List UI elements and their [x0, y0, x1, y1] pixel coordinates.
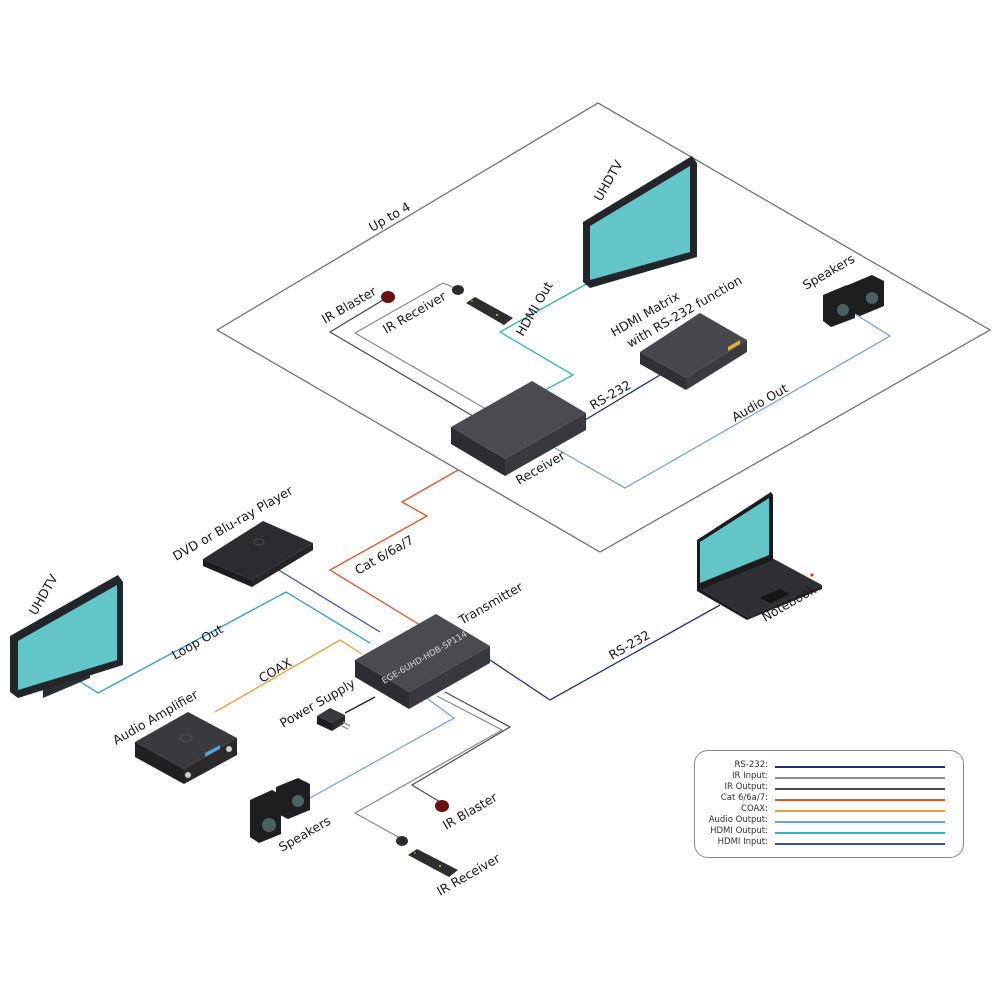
- legend-item: IR Input:: [695, 771, 963, 783]
- legend-item-line: [775, 843, 945, 845]
- local-ir-blaster: [435, 800, 449, 812]
- remote-uhdtv-label: UHDTV: [591, 157, 626, 203]
- cable-audio-out-local: [309, 696, 456, 799]
- legend-item: IR Output:: [695, 782, 963, 794]
- legend-item-line: [775, 799, 945, 801]
- legend-item-line: [775, 810, 945, 812]
- legend-item-label: HDMI Output:: [710, 826, 768, 836]
- legend-item: HDMI Input:: [695, 837, 963, 849]
- cable-power: [344, 696, 376, 714]
- legend-item: HDMI Output:: [695, 826, 963, 838]
- tv-screen: [18, 585, 117, 690]
- legend-item: COAX:: [695, 804, 963, 816]
- cable-audio-out-remote: [554, 313, 892, 489]
- legend-item-label: Audio Output:: [708, 815, 768, 825]
- cable-rs232-remote: [584, 374, 661, 421]
- tv-screen: [590, 166, 690, 280]
- legend-item: Cat 6/6a/7:: [695, 793, 963, 805]
- rs232-local-label: RS-232: [606, 627, 652, 662]
- transmitter-label: Transmitter: [455, 579, 526, 629]
- remote-zone-boundary: [215, 102, 992, 553]
- remote-uhdtv: [583, 156, 697, 288]
- dvd-player: [203, 521, 313, 587]
- legend-item-label: RS-232:: [734, 760, 768, 770]
- power-supply: [317, 708, 351, 731]
- legend-item-label: IR Output:: [724, 782, 768, 792]
- notebook: [697, 492, 822, 620]
- zone-label: Up to 4: [366, 199, 413, 235]
- local-speakers-label: Speakers: [276, 813, 333, 855]
- coax-label: COAX: [256, 655, 295, 686]
- legend-item-line: [775, 766, 945, 768]
- cable-loop-out: [72, 591, 371, 694]
- cable-ir-input-local: [353, 695, 504, 839]
- legend-item: RS-232:: [695, 760, 963, 772]
- legend-item-line: [775, 821, 945, 823]
- legend-item-label: HDMI Input:: [717, 837, 768, 847]
- cable-hdmi-input-dvd: [271, 565, 381, 633]
- legend-item-label: COAX:: [741, 804, 768, 814]
- legend-item-line: [775, 788, 945, 790]
- audio-amplifier: [135, 712, 237, 784]
- cable-hdmi-out: [498, 281, 591, 391]
- legend-item-line: [775, 777, 945, 779]
- hdmi-matrix: [640, 313, 747, 390]
- remote-ir-receiver: [452, 285, 513, 325]
- local-speakers: [250, 778, 310, 843]
- cable-rs232-local: [489, 604, 721, 701]
- legend-item-line: [775, 832, 945, 834]
- cable-cat: [328, 469, 459, 626]
- transmitter: [355, 614, 490, 709]
- local-ir-receiver: [396, 836, 458, 877]
- legend-item: Audio Output:: [695, 815, 963, 827]
- hdmi-out-label: HDMI Out: [513, 279, 556, 339]
- audio-out-label: Audio Out: [729, 380, 790, 424]
- legend: RS-232:IR Input:IR Output:Cat 6/6a/7:COA…: [694, 750, 964, 858]
- legend-item-label: Cat 6/6a/7:: [720, 793, 768, 803]
- loop-out-label: Loop Out: [169, 621, 226, 662]
- remote-ir-blaster: [381, 291, 395, 303]
- local-uhdtv: [10, 575, 123, 698]
- receiver: [451, 381, 586, 476]
- cable-ir-blaster-remote: [328, 296, 501, 433]
- cat-label: Cat 6/6a/7: [352, 532, 416, 578]
- legend-item-label: IR Input:: [732, 771, 768, 781]
- remote-speakers: [823, 275, 884, 327]
- cable-ir-output-local: [410, 691, 512, 803]
- cable-coax: [214, 639, 363, 713]
- local-ir-blaster-label: IR Blaster: [440, 789, 500, 833]
- cable-ir-receiver-remote: [353, 282, 511, 424]
